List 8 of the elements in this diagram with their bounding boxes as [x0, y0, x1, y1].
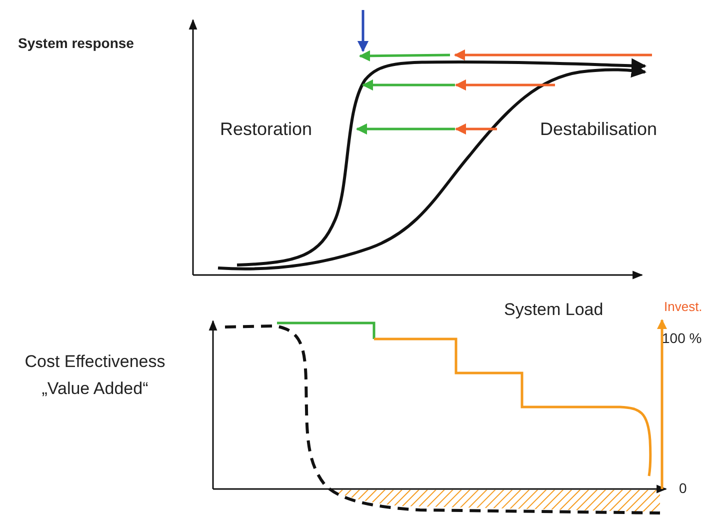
- axis-title: Cost Effectiveness „Value Added“: [24, 351, 166, 400]
- region-label: Destabilisation: [540, 119, 658, 141]
- axis-title: System Load: [504, 300, 604, 320]
- tick-label: 0: [679, 480, 687, 497]
- tick-label: 100 %: [662, 330, 702, 347]
- axis-title: System response: [18, 35, 134, 52]
- region-label: Restoration: [220, 119, 312, 141]
- axis-title: Invest.: [664, 299, 702, 315]
